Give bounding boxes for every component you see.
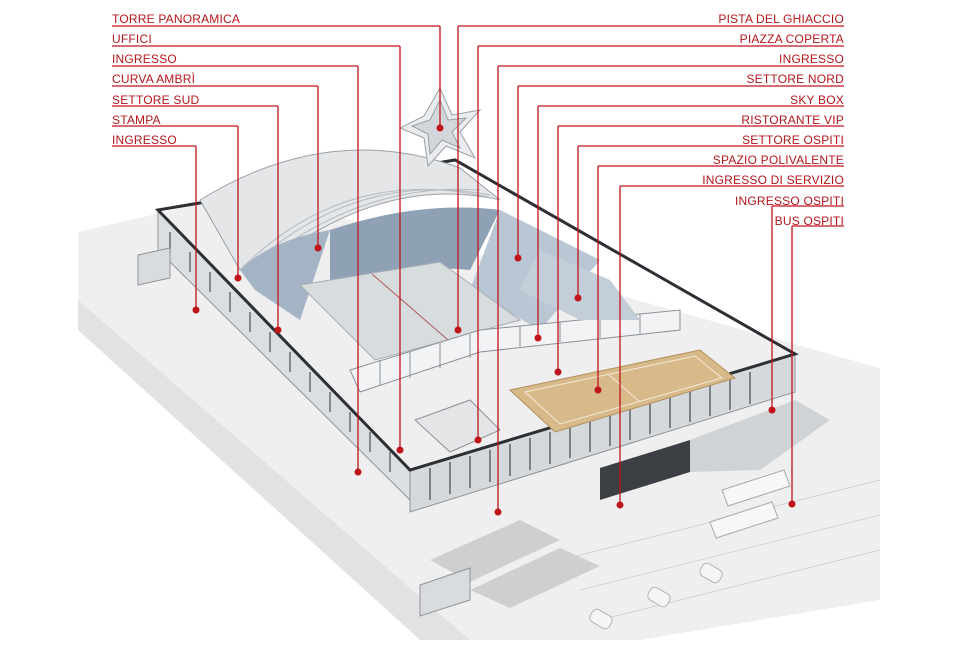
label-uffici: UFFICI (112, 32, 152, 46)
multipurpose-court (508, 349, 737, 433)
leader-dot-uffici (396, 446, 404, 454)
ice-rink (298, 261, 522, 361)
leader-markers (192, 124, 796, 516)
label-pista-del-ghiaccio: PISTA DEL GHIACCIO (718, 12, 844, 26)
leader-dot-ingresso-3 (494, 508, 502, 516)
label-sky-box: SKY BOX (790, 93, 844, 107)
leader-dot-sky-box (534, 334, 542, 342)
label-settore-nord: SETTORE NORD (746, 72, 844, 86)
south-facade-windows (429, 372, 751, 500)
service-entrance (600, 440, 690, 500)
label-spazio-polivalente: SPAZIO POLIVALENTE (712, 153, 844, 167)
label-ingresso-1: INGRESSO (112, 52, 177, 66)
leader-dot-spazio-polivalente (594, 386, 602, 394)
sky-box-partitions (379, 314, 641, 385)
kiosk (419, 567, 471, 617)
leader-dot-piazza-coperta (474, 436, 482, 444)
ice-center-line (371, 273, 449, 341)
leader-dot-pista-del-ghiaccio (454, 326, 462, 334)
west-facade-windows (169, 232, 391, 472)
label-bus-ospiti: BUS OSPITI (774, 214, 844, 228)
label-ingresso-di-servizio: INGRESSO DI SERVIZIO (702, 173, 844, 187)
label-ingresso-2: INGRESSO (112, 133, 177, 147)
small-building-left (137, 247, 171, 286)
leader-dot-ingresso-2 (192, 306, 200, 314)
parked-cars (589, 562, 723, 630)
leader-dot-stampa (234, 274, 242, 282)
label-ingresso-ospiti: INGRESSO OSPITI (734, 194, 844, 208)
leader-dot-curva-ambri (314, 244, 322, 252)
label-settore-sud: SETTORE SUD (112, 93, 200, 107)
guest-buses (709, 469, 791, 539)
leader-dot-ristorante-vip (554, 368, 562, 376)
guest-sector (520, 250, 640, 320)
label-piazza-coperta: PIAZZA COPERTA (739, 32, 844, 46)
leader-dot-torre-panoramica (436, 124, 444, 132)
leader-dot-bus-ospiti (788, 500, 796, 508)
leader-dot-ingresso-di-servizio (616, 501, 624, 509)
leader-dot-ingresso-ospiti (768, 406, 776, 414)
leader-lines (112, 25, 844, 512)
leader-dot-settore-ospiti (574, 294, 582, 302)
leader-dot-settore-sud (274, 326, 282, 334)
crosswalk (430, 520, 600, 608)
court-lines (523, 355, 724, 425)
label-torre-panoramica: TORRE PANORAMICA (112, 12, 241, 26)
seating-bowl-sud (240, 230, 330, 320)
label-ristorante-vip: RISTORANTE VIP (741, 113, 844, 127)
label-ingresso-3: INGRESSO (779, 52, 844, 66)
label-stampa: STAMPA (112, 113, 161, 127)
guest-ramp (690, 400, 830, 472)
leader-dot-settore-nord (514, 254, 522, 262)
leader-dot-ingresso-1 (354, 468, 362, 476)
label-settore-ospiti: SETTORE OSPITI (742, 133, 844, 147)
label-curva-ambri: CURVA AMBRÌ (112, 72, 196, 86)
ground-plaza-edge (78, 300, 470, 640)
